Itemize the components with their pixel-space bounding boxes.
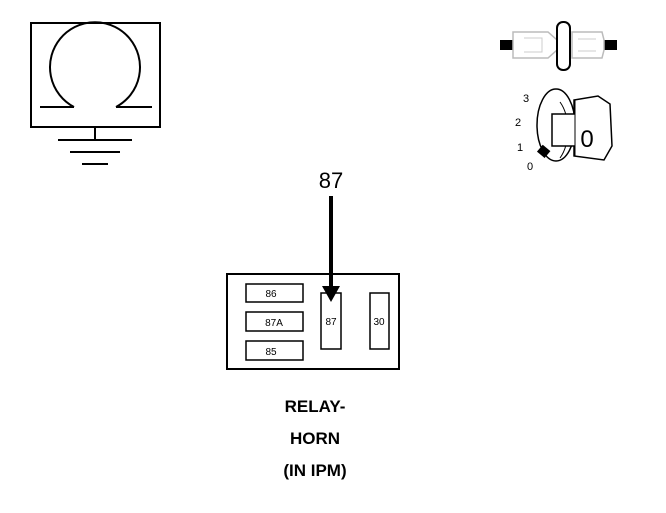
connector-disconnect-icon [500,21,617,71]
ignition-position-1: 1 [517,142,523,154]
svg-text:85: 85 [265,347,277,358]
relay-pin-87a: 87A [245,311,304,332]
pointer-arrow [322,196,340,302]
relay-title-line-2: HORN [289,429,341,448]
relay-pin-85: 85 [245,340,304,361]
svg-text:87A: 87A [265,318,283,329]
svg-text:30: 30 [373,317,385,328]
pointer-label: 87 [319,168,343,193]
relay-title-line-1: RELAY- [284,397,346,416]
relay-pin-30: 30 [369,292,390,350]
ohmmeter-icon [30,21,161,128]
ignition-position-2: 2 [515,117,521,129]
ignition-position-0: 0 [527,161,533,173]
relay-pin-87: 87 [320,292,342,350]
svg-text:87: 87 [325,317,337,328]
ignition-position-3: 3 [523,93,529,105]
relay-title-line-3: (IN IPM) [283,461,347,480]
ignition-key-icon: 0 [536,88,613,162]
relay-pin-86: 86 [245,283,304,303]
ground-symbol-icon [58,127,132,165]
relay-horn-body [226,273,400,370]
ignition-switch: 3 2 1 0 0 [515,88,613,173]
svg-text:86: 86 [265,289,277,300]
key-glyph: 0 [580,126,593,153]
